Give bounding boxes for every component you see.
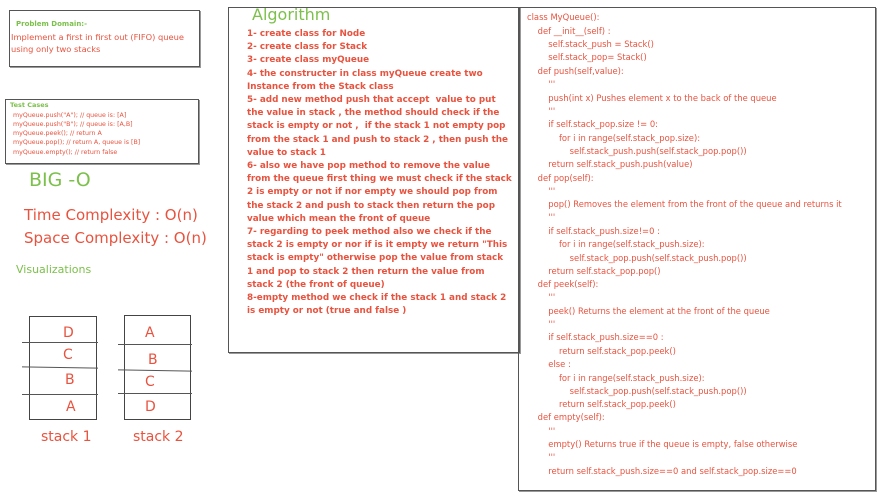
stack-2-item: A — [145, 325, 155, 341]
stack-2-item: C — [145, 374, 155, 390]
code-panel: class MyQueue(): def __init__(self) : se… — [518, 7, 876, 491]
test-case-line: myQueue.peek(); // return A — [13, 130, 102, 137]
code-line: ''' — [527, 186, 556, 196]
test-cases-panel: Test Cases myQueue.push("A"); // queue i… — [5, 99, 199, 164]
code-line: ''' — [527, 292, 556, 302]
code-line: ''' — [527, 212, 556, 222]
code-line: def empty(self): — [527, 412, 605, 422]
code-line: if self.stack_push.size!=0 : — [527, 226, 660, 236]
stack-2-item: B — [148, 352, 158, 368]
code-line: class MyQueue(): — [527, 12, 600, 22]
space-complexity: Space Complexity : O(n) — [24, 229, 207, 247]
stack-1-item: B — [65, 372, 75, 388]
stack-1-divider — [22, 394, 98, 395]
problem-domain-panel: Problem Domain:- Implement a first in fi… — [9, 10, 200, 67]
code-line: return self.stack_push.push(value) — [527, 159, 693, 169]
code-line: if self.stack_pop.size != 0: — [527, 119, 659, 129]
code-line: return self.stack_push.size==0 and self.… — [527, 466, 797, 476]
big-o-title: BIG -O — [29, 169, 91, 191]
time-complexity: Time Complexity : O(n) — [24, 206, 198, 224]
code-line: ''' — [527, 319, 556, 329]
code-line: ''' — [527, 426, 556, 436]
stack-1-item: C — [63, 347, 73, 363]
code-line: self.stack_push.push(self.stack_pop.pop(… — [527, 146, 747, 156]
code-line: peek() Returns the element at the front … — [527, 306, 770, 316]
code-line: empty() Returns true if the queue is emp… — [527, 439, 798, 449]
test-case-line: myQueue.empty(); // return false — [13, 149, 118, 156]
code-line: for i in range(self.stack_pop.size): — [527, 133, 701, 143]
stack-2-divider — [118, 393, 192, 394]
code-line: self.stack_push = Stack() — [527, 39, 654, 49]
code-line: self.stack_pop.push(self.stack_push.pop(… — [527, 386, 747, 396]
problem-domain-text: Implement a first in first out (FIFO) qu… — [11, 32, 185, 54]
stack-1-divider — [22, 342, 98, 343]
code-line: return self.stack_pop.pop() — [527, 266, 661, 276]
stack-1-label: stack 1 — [41, 429, 92, 445]
algorithm-panel — [228, 7, 520, 353]
code-line: return self.stack_pop.peek() — [527, 346, 676, 356]
code-line: self.stack_pop.push(self.stack_push.pop(… — [527, 253, 747, 263]
code-line: ''' — [527, 452, 556, 462]
code-line: else : — [527, 359, 571, 369]
test-case-line: myQueue.pop(); // return A, queue is [B] — [13, 139, 141, 146]
code-line: for i in range(self.stack_push.size): — [527, 373, 705, 383]
stack-2-label: stack 2 — [133, 429, 184, 445]
code-line: self.stack_pop= Stack() — [527, 52, 647, 62]
algorithm-steps: 1- create class for Node 2- create class… — [247, 29, 512, 317]
stack-2-item: D — [145, 399, 156, 415]
code-line: for i in range(self.stack_push.size): — [527, 239, 705, 249]
code-line: def __init__(self) : — [527, 26, 611, 36]
visualizations-title: Visualizations — [16, 263, 92, 276]
code-line: def pop(self): — [527, 173, 594, 183]
test-case-line: myQueue.push("B"); // queue is: [A,B] — [13, 121, 133, 128]
code-line: ''' — [527, 79, 556, 89]
code-line: pop() Removes the element from the front… — [527, 199, 842, 209]
stack-2-divider — [118, 344, 192, 345]
code-line: def push(self,value): — [527, 66, 624, 76]
code-line: if self.stack_push.size==0 : — [527, 332, 664, 342]
code-line: def peek(self): — [527, 279, 599, 289]
stack-1-box: D C B A — [29, 316, 97, 420]
code-line: ''' — [527, 106, 556, 116]
test-case-line: myQueue.push("A"); // queue is: [A] — [13, 112, 127, 119]
problem-domain-heading: Problem Domain:- — [16, 20, 88, 28]
algorithm-title: Algorithm — [252, 5, 331, 24]
code-line: push(int x) Pushes element x to the back… — [527, 93, 777, 103]
stack-1-item: A — [66, 399, 76, 415]
stack-2-box: A B C D — [124, 315, 191, 420]
test-cases-heading: Test Cases — [10, 101, 49, 109]
code-line: return self.stack_pop.peek() — [527, 399, 676, 409]
stack-1-item: D — [63, 325, 74, 341]
